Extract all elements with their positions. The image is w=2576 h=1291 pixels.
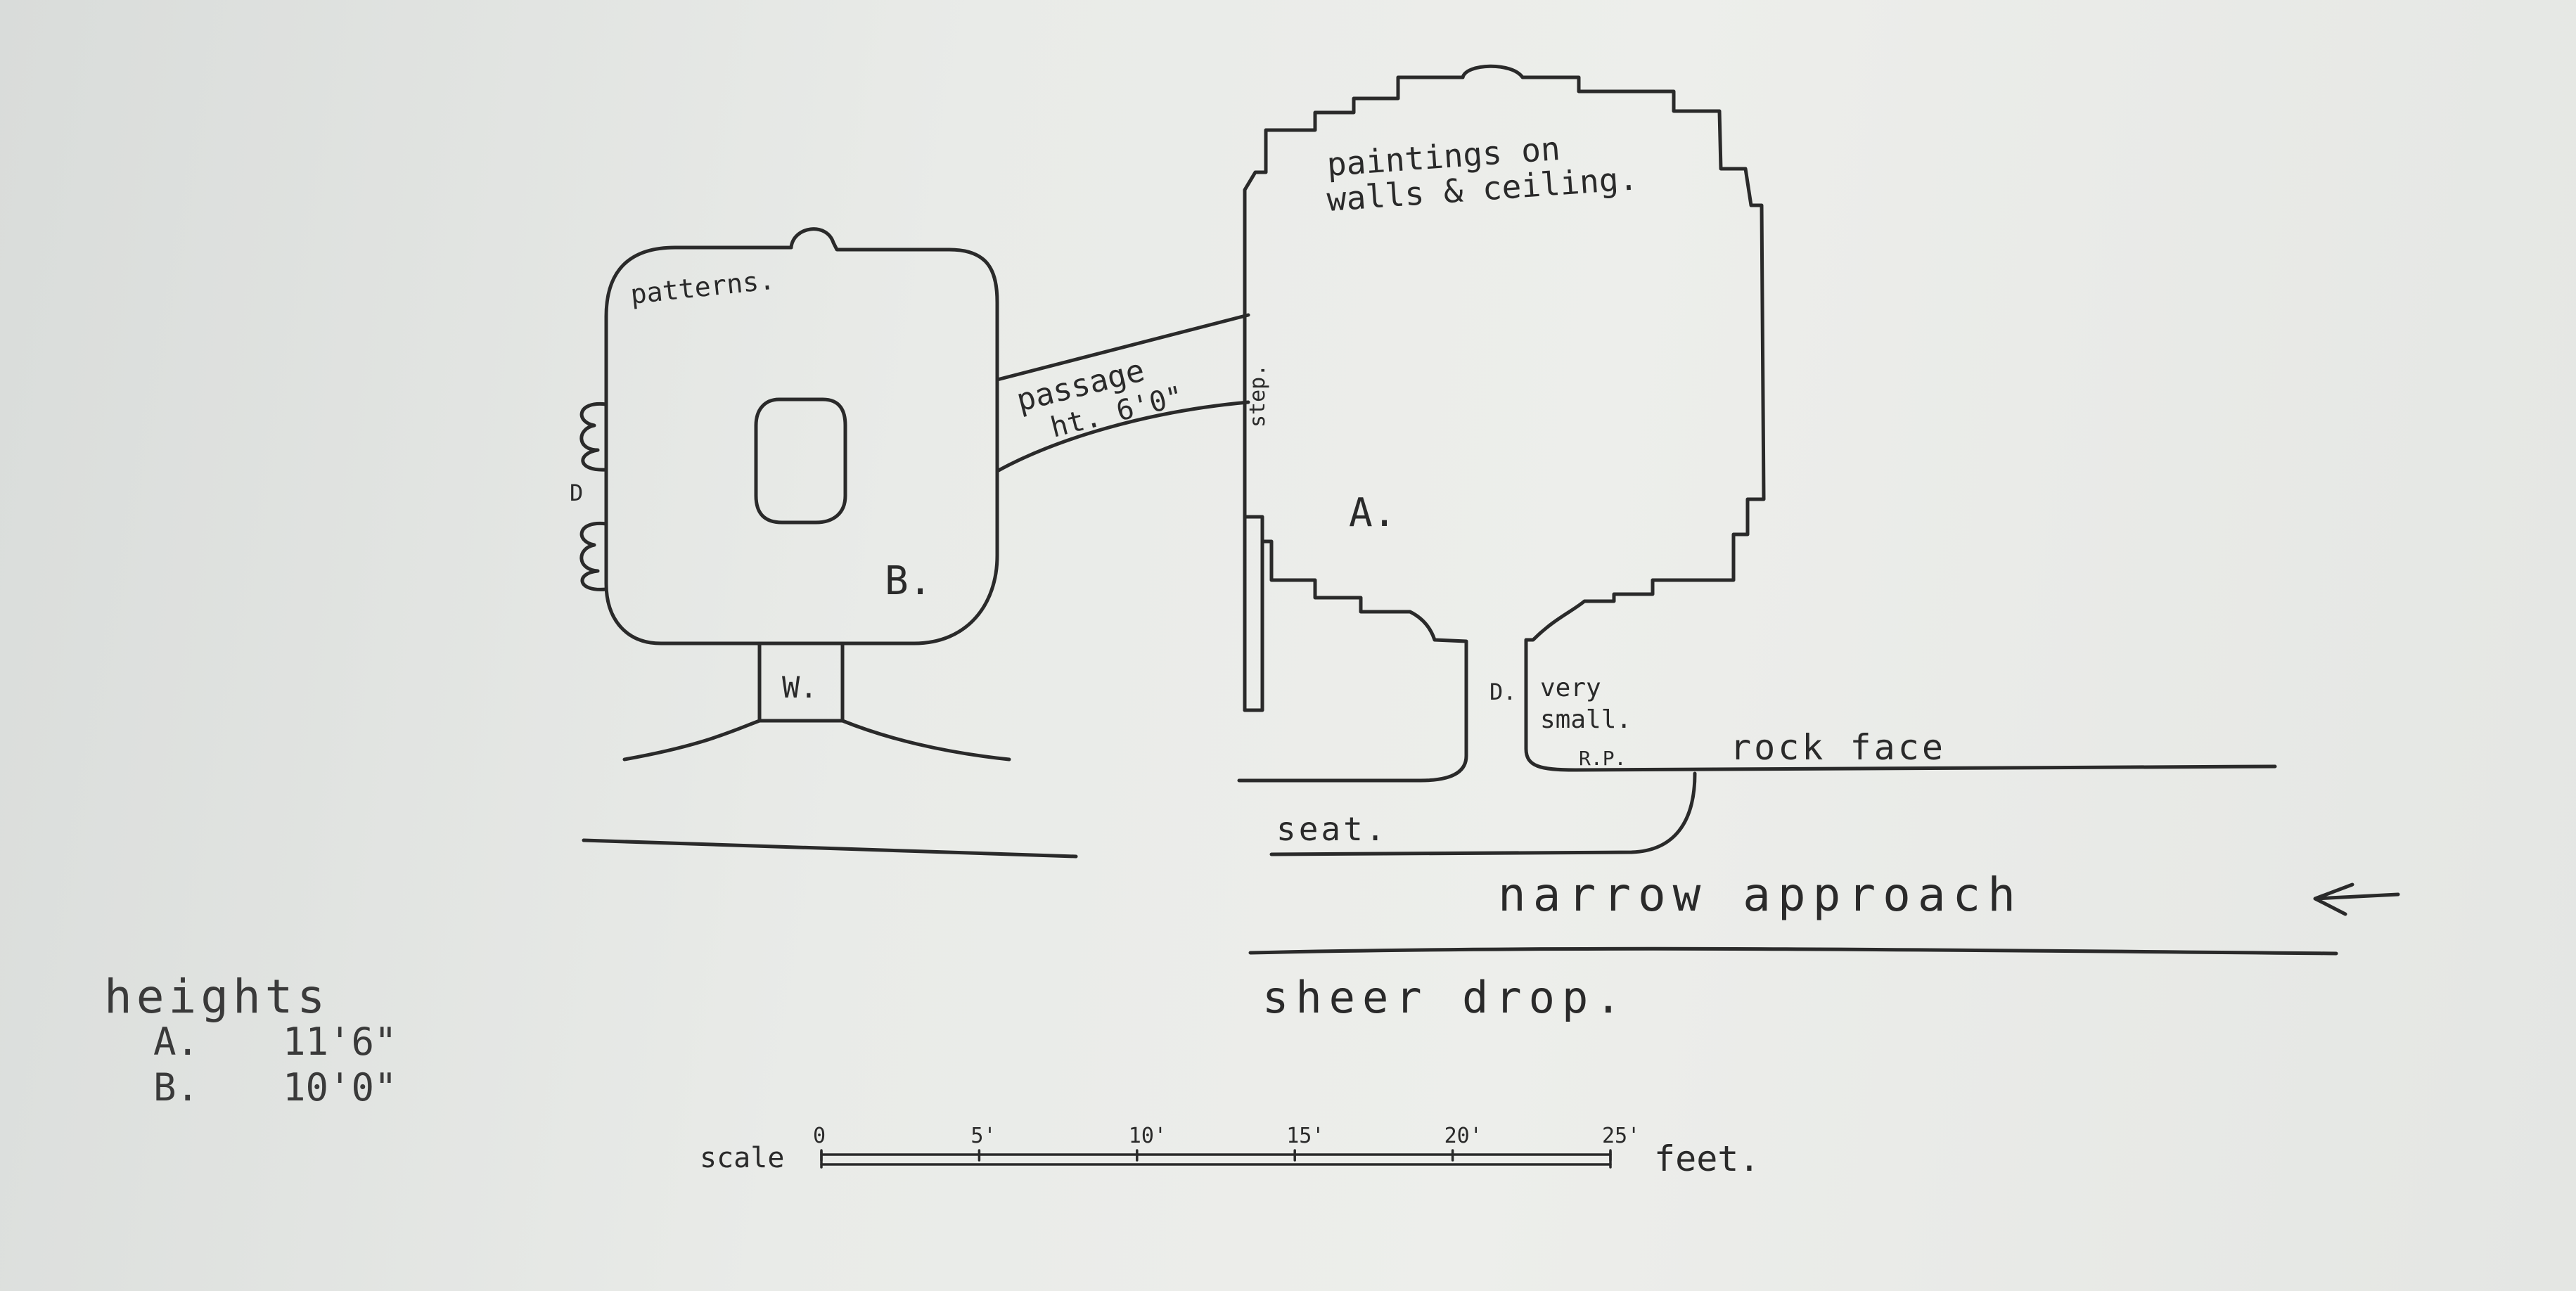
door-left-label: D — [570, 480, 583, 506]
step-label: step. — [1245, 364, 1270, 428]
sheer-drop-label: sheer drop. — [1262, 972, 1629, 1023]
door-w-outline — [757, 641, 845, 723]
chamber-a-outline-left — [1237, 75, 1468, 783]
seat-label: seat. — [1276, 810, 1388, 848]
height-a-label: A. — [153, 1020, 199, 1064]
height-b-value: 10'0" — [283, 1065, 397, 1110]
pillar-outline — [754, 397, 847, 525]
rp-label: R.P. — [1579, 747, 1626, 770]
chamber-b-letter: B. — [885, 558, 932, 604]
arrow-icon — [2313, 882, 2400, 916]
chamber-a-letter: A. — [1349, 490, 1396, 536]
door-left-wave — [579, 402, 608, 472]
door-a-label: D. — [1489, 679, 1517, 705]
door-w-label: W. — [782, 670, 818, 705]
chamber-a-outline — [1461, 64, 2277, 772]
seat-line — [1269, 771, 1697, 856]
approach-bottom-line — [1248, 946, 2338, 956]
scale-tick-label: 0 — [813, 1124, 826, 1148]
rock-face-label: rock face — [1730, 727, 1946, 768]
ground-b-bottom — [582, 838, 1078, 859]
chamber-b-outline — [604, 227, 999, 646]
very-small-label-line2: small. — [1540, 705, 1632, 734]
chamber-b-note: patterns. — [629, 264, 776, 310]
passage-outline — [995, 313, 1250, 473]
chamber-a-step-left — [1243, 515, 1264, 712]
scale-bar: 0 5' 10' 15' 20' 25' — [813, 1124, 1640, 1169]
height-b-label: B. — [153, 1065, 199, 1110]
scale-tick-label: 15' — [1286, 1124, 1324, 1148]
scale-label: scale — [700, 1142, 784, 1174]
scale-tick-label: 10' — [1129, 1124, 1167, 1148]
door-left-wave-lower — [579, 521, 608, 591]
scale-unit-label: feet. — [1654, 1138, 1760, 1179]
heights-title: heights — [104, 970, 329, 1024]
scale-tick-label: 20' — [1444, 1124, 1482, 1148]
height-a-value: 11'6" — [283, 1020, 397, 1064]
narrow-approach-label: narrow approach — [1498, 868, 2023, 922]
ground-b-top — [622, 719, 1011, 762]
scale-tick-label: 25' — [1602, 1124, 1640, 1148]
very-small-label-line1: very — [1540, 674, 1601, 702]
scale-tick-label: 5' — [970, 1124, 996, 1148]
